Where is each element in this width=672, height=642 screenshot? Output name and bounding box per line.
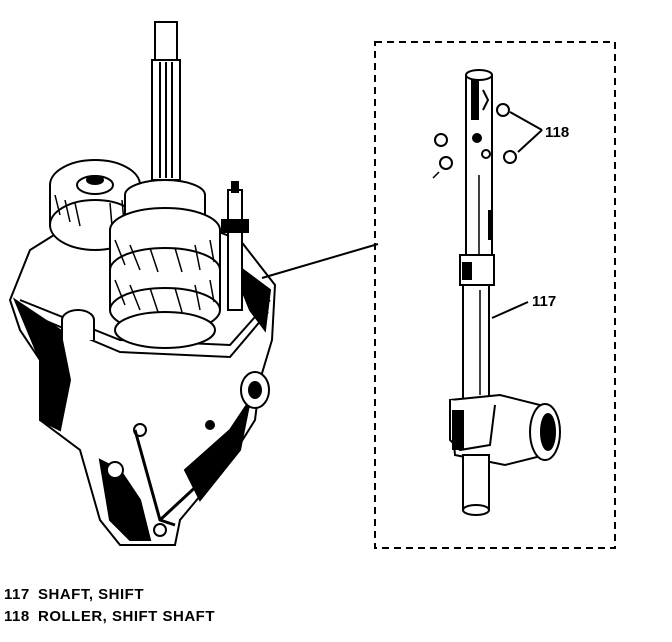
shift-shaft-detail bbox=[432, 69, 561, 516]
callout-118-label: 118 bbox=[545, 124, 569, 141]
legend-number: 117 bbox=[4, 586, 30, 603]
callout-118-leaders bbox=[509, 111, 543, 153]
legend-item-117: 117 SHAFT, SHIFT bbox=[4, 586, 144, 603]
legend-number: 118 bbox=[4, 608, 30, 625]
legend-description: ROLLER, SHIFT SHAFT bbox=[38, 608, 215, 625]
legend-description: SHAFT, SHIFT bbox=[38, 586, 144, 603]
callout-117-label: 117 bbox=[532, 293, 556, 310]
legend-item-118: 118 ROLLER, SHIFT SHAFT bbox=[4, 608, 215, 625]
transmission-assembly bbox=[8, 21, 277, 546]
detail-box bbox=[374, 41, 616, 549]
callout-117-leader bbox=[491, 301, 529, 319]
detail-leader-line bbox=[261, 243, 379, 279]
